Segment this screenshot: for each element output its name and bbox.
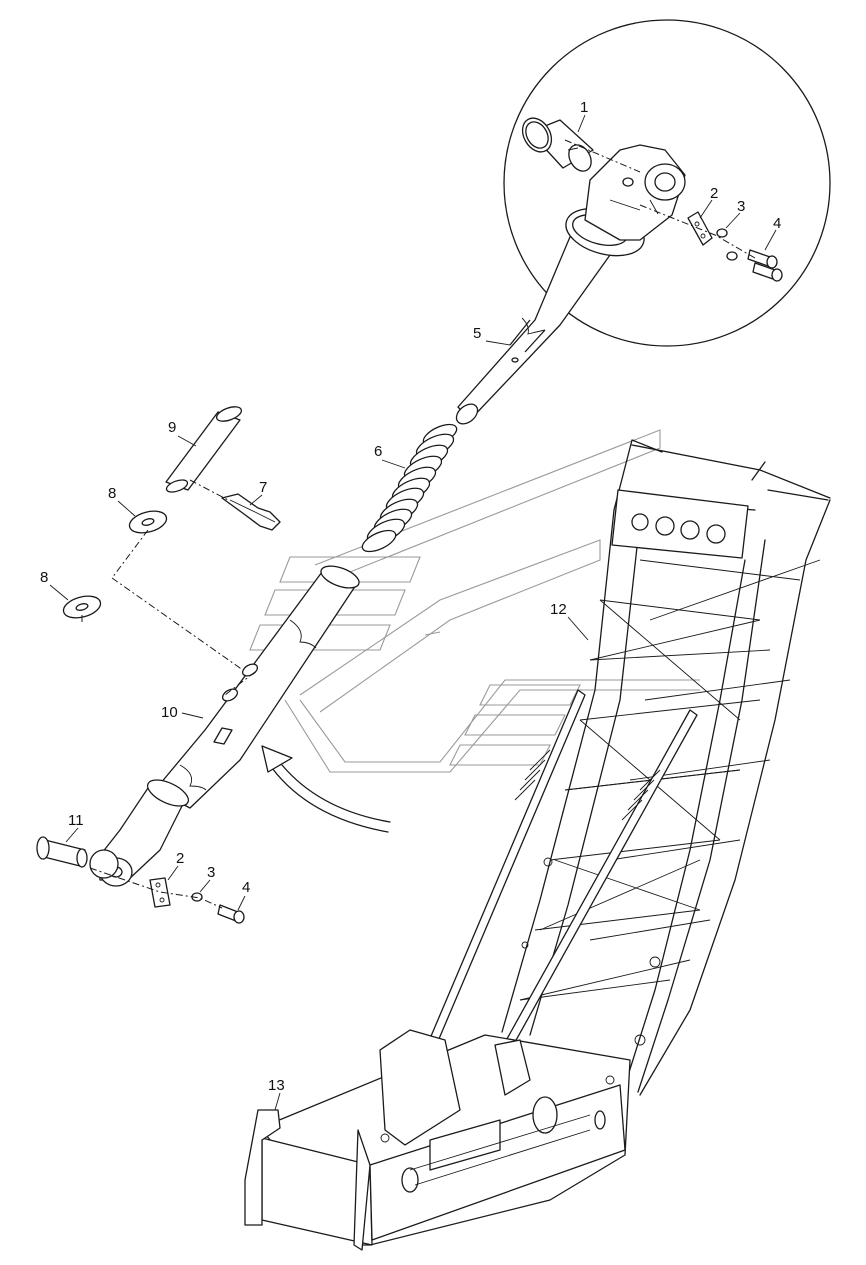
callout-11: 11 [68, 812, 84, 829]
callout-12: 12 [550, 601, 567, 618]
part-9-pin [165, 406, 243, 493]
callout-3: 3 [207, 864, 215, 881]
callout-1: 1 [580, 99, 588, 116]
callout-10: 10 [161, 704, 178, 721]
detail-bolts-4 [747, 249, 783, 282]
callout-8-upper: 8 [108, 485, 116, 502]
part-5-upper-rod [455, 144, 686, 425]
part-4-bolt [217, 904, 245, 924]
callout-2: 2 [176, 850, 184, 867]
leader-lines [49, 114, 777, 1111]
detail-magnifier-circle [503, 19, 831, 347]
callout-3-detail: 3 [737, 198, 745, 215]
watermark-logo [249, 429, 700, 773]
part-7-clip [221, 493, 281, 531]
part-6-spring [361, 423, 458, 553]
part-8-washer-upper [128, 510, 168, 534]
callout-13: 13 [268, 1077, 285, 1094]
callout-6: 6 [374, 443, 382, 460]
callout-5: 5 [473, 325, 481, 342]
part-13-base-frame [244, 1029, 631, 1251]
part-11-pin [36, 836, 88, 868]
detail-washers-3 [716, 228, 738, 261]
part-8-washer-lower [62, 595, 102, 619]
callout-2-detail: 2 [710, 185, 718, 202]
part-1-pin [521, 117, 594, 172]
rotation-arrow [261, 745, 391, 833]
callout-4-detail: 4 [773, 215, 781, 232]
callout-4: 4 [242, 879, 250, 896]
callout-9: 9 [168, 419, 176, 436]
callout-labels: 1 2 3 4 5 6 9 7 8 8 10 11 2 3 4 12 13 [40, 99, 781, 1094]
callout-8-lower: 8 [40, 569, 48, 586]
callout-7: 7 [259, 479, 267, 496]
part-2-lock-plate [149, 877, 171, 908]
part-10-lower-rod [89, 565, 360, 887]
